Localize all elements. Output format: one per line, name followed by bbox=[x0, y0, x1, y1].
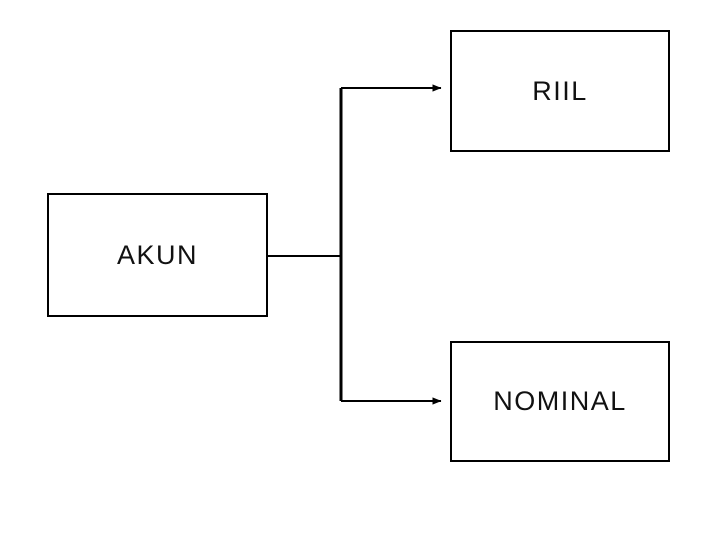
node-nominal[interactable]: NOMINAL bbox=[450, 341, 670, 462]
node-riil-label: RIIL bbox=[532, 75, 588, 106]
node-akun-label: AKUN bbox=[116, 239, 198, 270]
node-akun[interactable]: AKUN bbox=[47, 193, 268, 317]
node-riil[interactable]: RIIL bbox=[450, 30, 670, 152]
node-nominal-label: NOMINAL bbox=[493, 386, 627, 416]
